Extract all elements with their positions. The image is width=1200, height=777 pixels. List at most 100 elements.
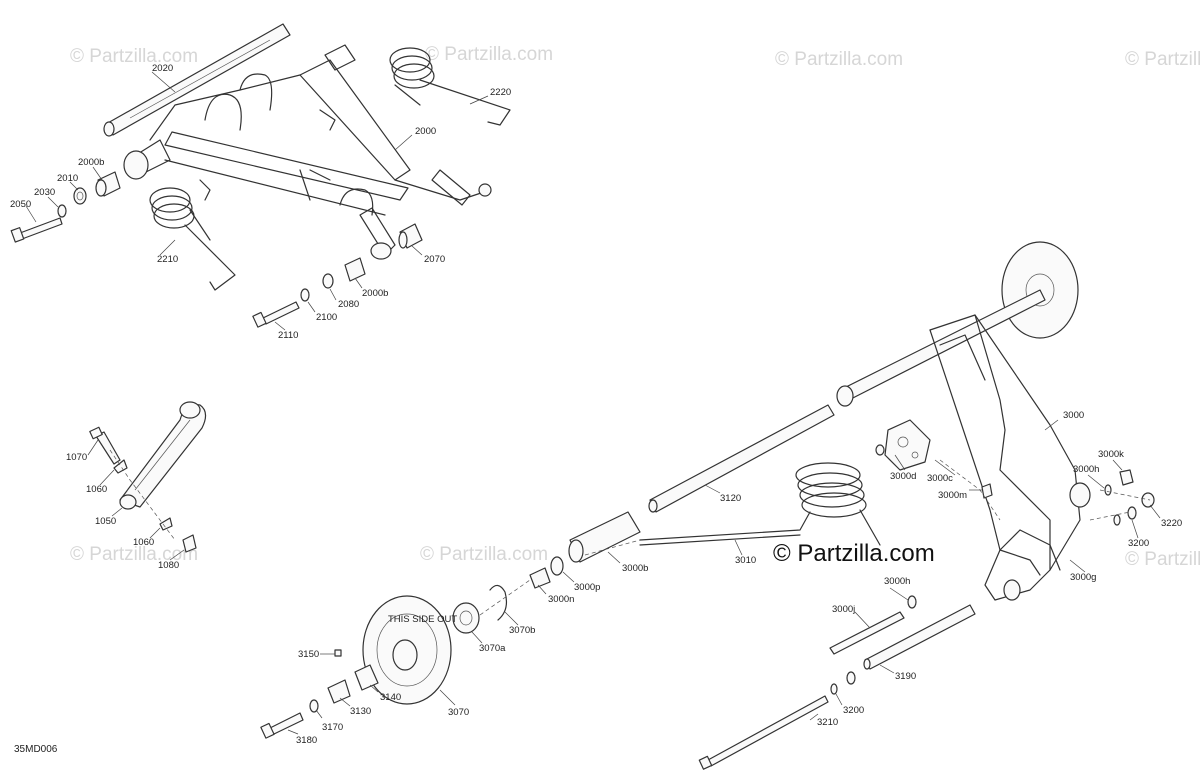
part-3200-washer[interactable] [830,683,838,695]
label-2000b[interactable]: 2000b [362,288,388,299]
watermark: © Partzilla.com [70,544,198,565]
label-1070[interactable]: 1070 [66,452,87,463]
label-3070a[interactable]: 3070a [479,643,506,654]
part-2030-washer[interactable] [57,204,67,218]
label-2070[interactable]: 2070 [424,254,445,265]
part-3070b-clip[interactable] [489,584,508,621]
label-2210[interactable]: 2210 [157,254,178,265]
label-2050[interactable]: 2050 [10,199,31,210]
part-3000b-tube[interactable] [568,511,641,563]
label-2110[interactable]: 2110 [278,330,298,341]
part-3200-washer[interactable] [1113,514,1121,526]
part-2000b-bushing[interactable] [344,257,366,282]
label-3070[interactable]: 3070 [448,707,469,718]
label-3200[interactable]: 3200 [1128,538,1149,549]
watermark: © Partzilla.com [425,44,553,65]
part-2210-spring[interactable] [149,187,236,291]
label-2000[interactable]: 2000 [415,126,436,137]
watermarks: © Partzilla.com © Partzilla.com © Partzi… [70,44,1200,570]
label-3000c[interactable]: 3000c [927,473,953,484]
part-2010-spacer[interactable] [73,187,87,205]
label-3000n[interactable]: 3000n [548,594,574,605]
watermark: © Partzilla.com [1125,549,1200,570]
part-3170-washer[interactable] [309,699,319,713]
part-2070-nut[interactable] [398,223,423,249]
rear-arm-assembly: THIS SIDE OUT [260,241,1161,770]
part-3210-bolt[interactable] [698,695,829,770]
label-3180[interactable]: 3180 [296,735,317,746]
part-3070-wheel[interactable]: THIS SIDE OUT [362,595,457,705]
label-2010[interactable]: 2010 [57,173,78,184]
part-3000d-nut[interactable] [875,444,885,456]
label-3170[interactable]: 3170 [322,722,343,733]
part-2220-spring[interactable] [389,47,511,126]
part-3000m-screw[interactable] [981,483,993,499]
part-1060-washer[interactable] [159,517,173,531]
part-3130-spacer[interactable] [327,679,351,704]
label-3150[interactable]: 3150 [298,649,319,660]
label-2030[interactable]: 2030 [34,187,55,198]
part-3000n-bushing[interactable] [529,567,551,589]
part-2050-bolt[interactable] [10,217,63,243]
label-3140[interactable]: 3140 [380,692,401,703]
label-1060[interactable]: 1060 [133,537,154,548]
label-3210[interactable]: 3210 [817,717,838,728]
part-3000p-ring[interactable] [550,556,564,576]
watermark: © Partzilla.com [420,544,548,565]
label-3190[interactable]: 3190 [895,671,916,682]
part-2080-washer[interactable] [322,273,334,289]
label-2080[interactable]: 2080 [338,299,359,310]
part-2110-bolt[interactable] [252,301,300,328]
label-3000d[interactable]: 3000d [890,471,916,482]
part-3070a-bearing[interactable] [452,602,480,634]
label-2020[interactable]: 2020 [152,63,173,74]
watermark: © Partzilla.com [1125,49,1200,70]
diagram-code: 35MD006 [14,744,58,755]
part-3000-frame[interactable] [836,241,1091,601]
label-2000b[interactable]: 2000b [78,157,104,168]
label-3130[interactable]: 3130 [350,706,371,717]
label-3000k[interactable]: 3000k [1098,449,1124,460]
label-3000g[interactable]: 3000g [1070,572,1096,583]
part-2020-shaft[interactable] [103,23,291,137]
label-2220[interactable]: 2220 [490,87,511,98]
part-3190-tube[interactable] [863,604,976,670]
label-3200[interactable]: 3200 [843,705,864,716]
label-3000h[interactable]: 3000h [884,576,910,587]
part-3200-washer[interactable] [846,671,856,685]
label-1080[interactable]: 1080 [158,560,179,571]
part-3180-bolt[interactable] [260,712,304,739]
part-2100-washer[interactable] [300,288,310,302]
label-3220[interactable]: 3220 [1161,518,1182,529]
part-3150-nipple[interactable] [334,649,342,657]
part-1050-link[interactable] [119,401,207,510]
label-3000m[interactable]: 3000m [938,490,967,501]
label-3120[interactable]: 3120 [720,493,741,504]
part-3000h-washer[interactable] [907,595,917,609]
link-assembly [87,401,207,561]
label-3000b[interactable]: 3000b [622,563,648,574]
part-3000c-bracket[interactable] [884,419,931,471]
part-3200-washer[interactable] [1127,506,1137,520]
watermark: © Partzilla.com [775,49,903,70]
label-3000[interactable]: 3000 [1063,410,1084,421]
label-3000h[interactable]: 3000h [1073,464,1099,475]
part-3120-shaft[interactable] [648,404,835,513]
part-3140-hub[interactable] [354,664,379,691]
label-3000p[interactable]: 3000p [574,582,600,593]
part-3000h-washer[interactable] [1104,484,1112,496]
label-1050[interactable]: 1050 [95,516,116,527]
part-3010-spring[interactable] [639,462,881,546]
label-3010[interactable]: 3010 [735,555,756,566]
part-1060-washer[interactable] [113,459,128,474]
part-1080-nut[interactable] [182,534,197,553]
part-3000k-nut[interactable] [1119,469,1134,486]
part-2000b-bushing[interactable] [95,171,121,197]
label-3000j[interactable]: 3000j [832,604,855,615]
part-3000j-bolt[interactable] [829,611,905,655]
part-3220-nut[interactable] [1141,492,1155,508]
label-1060[interactable]: 1060 [86,484,107,495]
label-2100[interactable]: 2100 [316,312,337,323]
label-3070b[interactable]: 3070b [509,625,535,636]
part-2000-arm[interactable] [123,44,492,260]
